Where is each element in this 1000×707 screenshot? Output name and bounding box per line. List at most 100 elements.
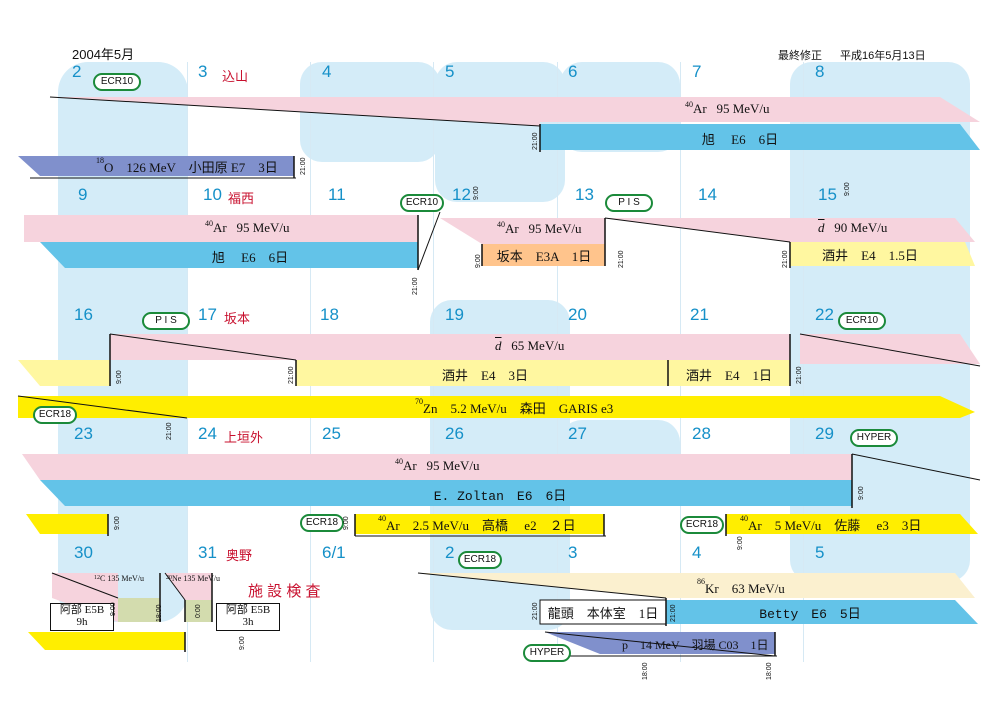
band-w4-yellow-left: [26, 514, 108, 534]
time-label: 21:00: [166, 422, 173, 440]
event-w2-asahi: 旭 E6 6日: [211, 249, 289, 265]
band-w4-ar: [22, 454, 852, 480]
band-w2-sakai: [790, 242, 975, 266]
time-label: 9:00: [114, 516, 121, 530]
time-label: 9:00: [844, 182, 851, 196]
time-label: 21:00: [412, 277, 419, 295]
day-number: 18: [320, 305, 339, 324]
revised-date: 平成16年5月13日: [840, 50, 926, 62]
page-title: 2004年5月: [72, 47, 135, 62]
day-number: 25: [322, 424, 341, 443]
time-label: 21:00: [618, 250, 625, 268]
time-label: 21:00: [300, 157, 307, 175]
event-w5-c12: 12C 135 MeV/u: [94, 574, 144, 583]
day-number: 4: [322, 62, 332, 81]
day-number: 12: [452, 185, 471, 204]
event-w4-takahashi: 40Ar 2.5 MeV/u 高橋 e2 ２日: [378, 514, 576, 534]
band-w2-sakamoto: [482, 244, 605, 266]
day-number: 9: [78, 185, 88, 204]
event-w5-ne20: 20Ne 135 MeV/u: [166, 574, 220, 583]
badge-ecr18: ECR18: [33, 406, 77, 424]
day-number: 2: [72, 62, 82, 81]
event-w3-sakai3: 酒井 E4 3日: [442, 367, 528, 383]
day-number: 8: [815, 62, 825, 81]
day-number: 19: [445, 305, 464, 324]
band-w4-takahashi: [355, 514, 604, 534]
day-number: 26: [445, 424, 464, 443]
day-number: 29: [815, 424, 834, 443]
band-w5-yellow-left: [28, 632, 185, 650]
duty-name: 込山: [222, 69, 249, 84]
day-number: 20: [568, 305, 587, 324]
badge-pis: P I S: [142, 312, 190, 330]
band-w5-c12-olive: [118, 598, 160, 622]
band-w5-kr: [418, 573, 975, 598]
band-w5-ryuzu: [540, 600, 666, 624]
day-number: 10: [203, 185, 222, 204]
event-w4-sato: 40Ar 5 MeV/u 佐藤 e3 3日: [740, 514, 922, 534]
day-number: 24: [198, 424, 217, 443]
time-label: 0:00: [195, 604, 202, 618]
band-w1-o18: [18, 156, 294, 176]
band-w3-d: [18, 334, 790, 360]
event-w2-d: d 90 MeV/u: [818, 220, 888, 235]
day-number: 30: [74, 543, 93, 562]
event-w2-sakamoto: 坂本 E3A 1日: [496, 248, 592, 264]
band-w1-ar: [50, 97, 980, 126]
day-number: 6/1: [322, 543, 346, 562]
event-w1-asahi: 旭 E6 6日: [701, 131, 779, 147]
day-number: 3: [198, 62, 208, 81]
day-number: 6: [568, 62, 578, 81]
band-w4-sato: [726, 514, 978, 534]
band-w5-ne20: [165, 573, 212, 600]
time-label: 9:00: [737, 536, 744, 550]
time-label: 9:00: [343, 516, 350, 530]
day-number: 11: [328, 185, 346, 204]
day-number: 27: [568, 424, 587, 443]
inspection-label: 施 設 検 査: [248, 583, 321, 600]
time-label: 21:00: [670, 604, 677, 622]
band-w3-zn: [18, 396, 975, 418]
time-label: 9:00: [116, 370, 123, 384]
band-w3-sakai3: [296, 360, 668, 386]
band-w3-yellow-left: [18, 360, 110, 386]
time-label: 9:00: [475, 254, 482, 268]
band-w1-asahi: [540, 124, 980, 150]
badge-hyper: HYPER: [523, 644, 571, 662]
badge-ecr18: ECR18: [458, 551, 502, 569]
duty-name: 奥野: [226, 548, 253, 563]
badge-ecr18: ECR18: [680, 516, 724, 534]
time-label: 21:00: [782, 250, 789, 268]
day-number: 4: [692, 543, 702, 562]
band-w2-ar2: [440, 218, 605, 244]
time-label: 21:00: [796, 366, 803, 384]
band-w5-betty: [666, 600, 978, 624]
day-number: 13: [575, 185, 594, 204]
band-w5-ne20-olive: [185, 600, 212, 622]
badge-ecr18: ECR18: [300, 514, 344, 532]
event-w1-o18: 18O 126 MeV 小田原 E7 3日: [96, 156, 278, 176]
day-number: 22: [815, 305, 834, 324]
time-label: 18:00: [156, 604, 163, 622]
duty-name: 坂本: [224, 311, 251, 326]
band-w2-asahi: [40, 242, 418, 268]
band-w2-ar: [24, 215, 418, 242]
badge-hyper: HYPER: [850, 429, 898, 447]
duty-name: 福西: [228, 191, 255, 206]
day-number: 14: [698, 185, 717, 204]
event-w2-sakai: 酒井 E4 1.5日: [822, 247, 918, 263]
time-label: 18:00: [642, 662, 649, 680]
event-w2-ar: 40Ar 95 MeV/u: [205, 219, 290, 236]
day-number: 5: [815, 543, 825, 562]
event-w5-kr: 86Kr 63 MeV/u: [697, 577, 785, 597]
event-w4-ar: 40Ar 95 MeV/u: [395, 457, 480, 474]
day-number: 21: [690, 305, 709, 324]
badge-pis: P I S: [605, 194, 653, 212]
band-w2-d: [605, 218, 975, 242]
day-number: 31: [198, 543, 217, 562]
day-number: 5: [445, 62, 455, 81]
day-number: 23: [74, 424, 93, 443]
band-w4-zoltan: [40, 480, 852, 506]
